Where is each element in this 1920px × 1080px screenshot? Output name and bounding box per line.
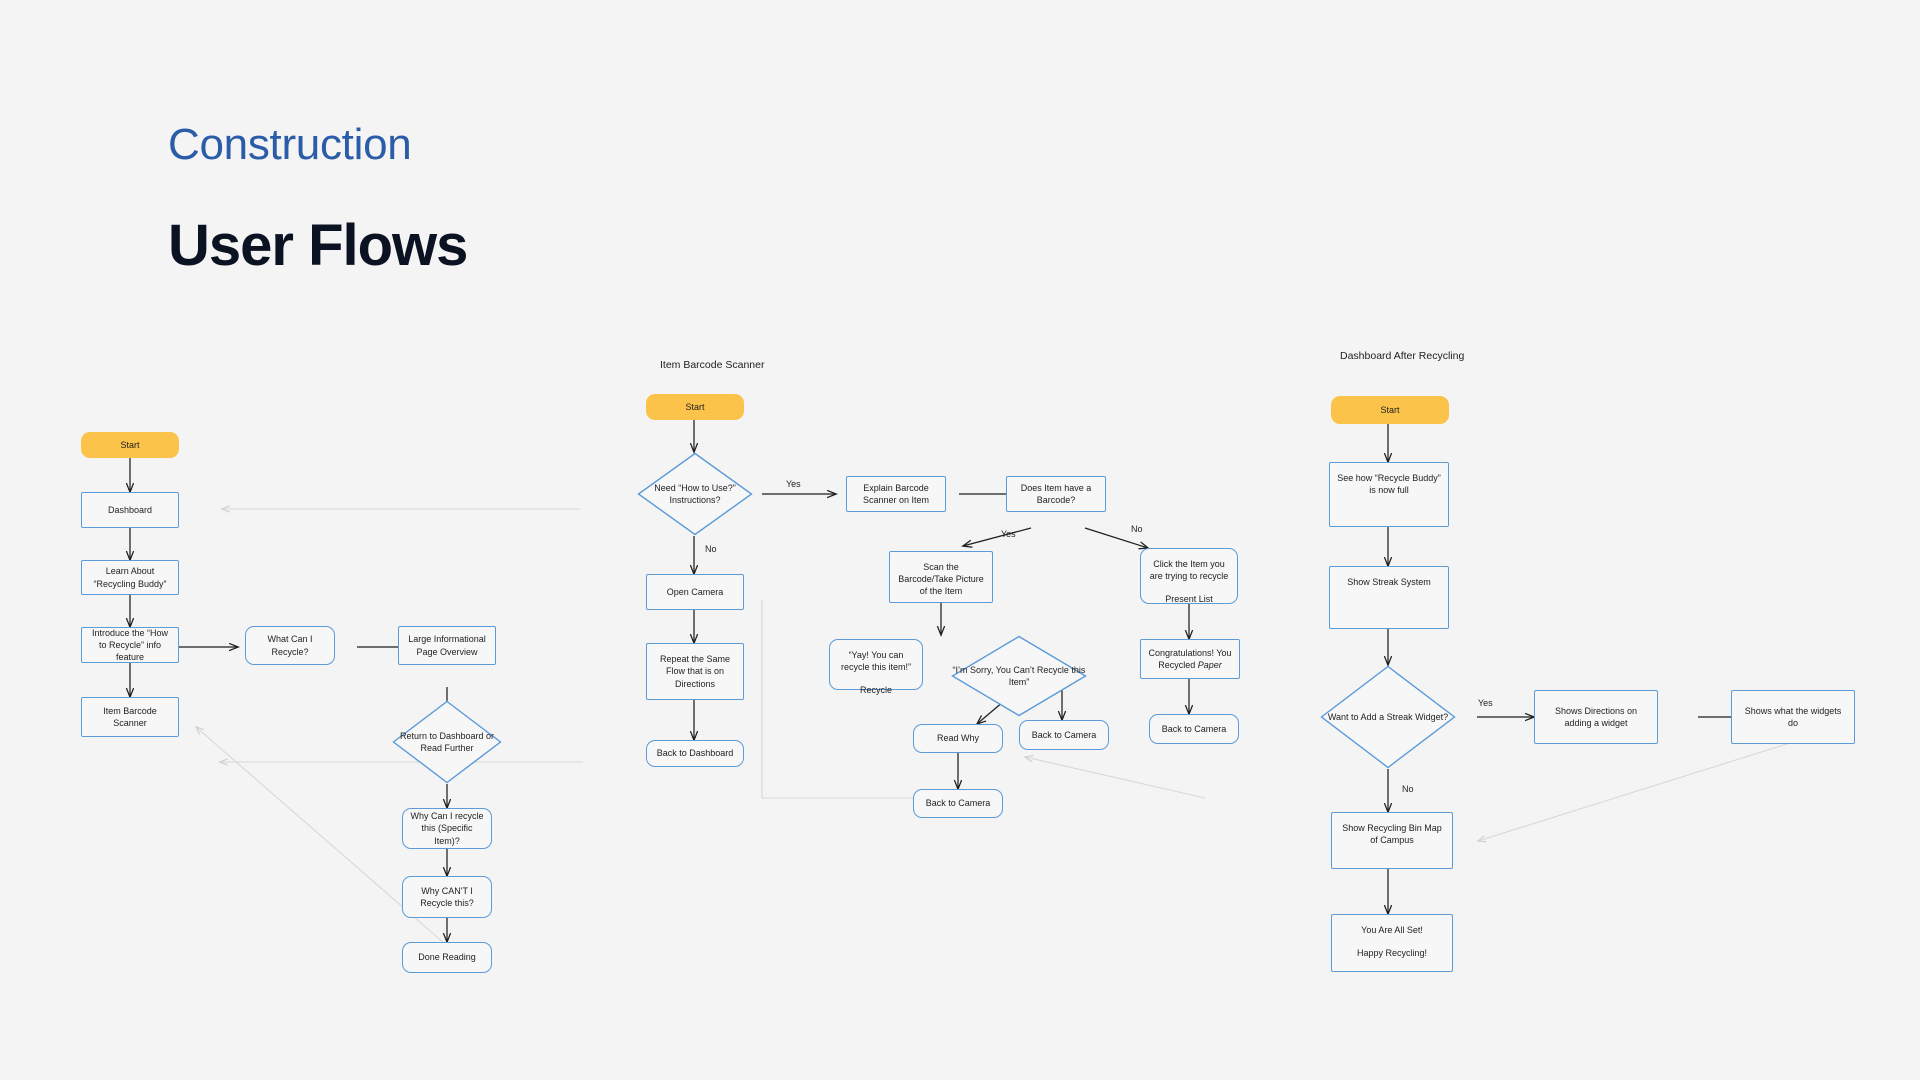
node-repeat-same-flow[interactable]: Repeat the Same Flow that is on Directio…	[646, 643, 744, 700]
node-back-to-camera-a[interactable]: Back to Camera	[1019, 720, 1109, 750]
node-sublabel: Present List	[1165, 594, 1213, 605]
node-read-why[interactable]: Read Why	[913, 724, 1003, 753]
node-large-informational-page-overview[interactable]: Large Informational Page Overview	[398, 626, 496, 665]
congrats-text: Congratulations! You Recycled	[1148, 647, 1232, 670]
node-does-item-have-barcode[interactable]: Does Item have a Barcode?	[1006, 476, 1106, 512]
node-back-to-dashboard[interactable]: Back to Dashboard	[646, 740, 744, 767]
diamond-shape	[392, 700, 502, 784]
node-see-how-recycle-buddy-full[interactable]: See how “Recycle Buddy” is now full	[1329, 462, 1449, 527]
node-why-can-i-recycle-this[interactable]: Why Can I recycle this (Specific Item)?	[402, 808, 492, 849]
node-dashboard-after-start[interactable]: Start	[1331, 396, 1449, 424]
node-done-reading[interactable]: Done Reading	[402, 942, 492, 973]
edge-label-widget-no: No	[1402, 784, 1414, 794]
page-kicker: Construction	[168, 120, 412, 169]
node-yay-you-can-recycle[interactable]: “Yay! You can recycle this item!” Recycl…	[829, 639, 923, 695]
node-want-to-add-streak-widget[interactable]: Want to Add a Streak Widget?	[1320, 665, 1456, 769]
node-return-to-dashboard-or-read-further[interactable]: Return to Dashboard or Read Further	[392, 700, 502, 784]
node-congratulations-recycled[interactable]: Congratulations! You Recycled Paper	[1140, 639, 1240, 679]
node-left-start[interactable]: Start	[81, 432, 179, 458]
node-why-cant-i-recycle-this[interactable]: Why CAN'T I Recycle this?	[402, 876, 492, 918]
edge-label-yes-top: Yes	[786, 479, 801, 489]
node-item-barcode-scanner[interactable]: Item Barcode Scanner	[81, 697, 179, 737]
node-barcode-start[interactable]: Start	[646, 394, 744, 420]
node-shows-what-widgets-do[interactable]: Shows what the widgets do	[1731, 690, 1855, 744]
node-explain-barcode-scanner[interactable]: Explain Barcode Scanner on Item	[846, 476, 946, 512]
node-label: “Yay! You can recycle this item!”	[840, 650, 911, 673]
node-introduce-how-to-recycle[interactable]: Introduce the “How to Recycle” info feat…	[81, 627, 179, 663]
node-click-item-to-recycle[interactable]: Click the Item you are trying to recycle…	[1140, 548, 1238, 604]
edge-label-yes-branch: Yes	[1001, 529, 1016, 539]
node-dashboard[interactable]: Dashboard	[81, 492, 179, 528]
node-label: Click the Item you are trying to recycle	[1149, 559, 1229, 582]
node-open-camera[interactable]: Open Camera	[646, 574, 744, 610]
node-label: Congratulations! You Recycled Paper	[1148, 647, 1232, 671]
node-learn-about-recycling-buddy[interactable]: Learn About “Recycling Buddy”	[81, 560, 179, 595]
congrats-material: Paper	[1197, 660, 1222, 670]
page-title: User Flows	[168, 213, 468, 278]
edge-label-widget-yes: Yes	[1478, 698, 1493, 708]
node-sublabel: Recycle	[859, 685, 892, 696]
node-label: You Are All Set!	[1361, 925, 1423, 935]
node-shows-directions-adding-widget[interactable]: Shows Directions on adding a widget	[1534, 690, 1658, 744]
node-you-are-all-set[interactable]: You Are All Set! Happy Recycling!	[1331, 914, 1453, 972]
node-show-recycling-bin-map[interactable]: Show Recycling Bin Map of Campus	[1331, 812, 1453, 869]
node-scan-barcode-take-picture[interactable]: Scan the Barcode/Take Picture of the Ite…	[889, 551, 993, 603]
flow-label-barcode: Item Barcode Scanner	[660, 359, 765, 371]
diamond-shape	[1320, 665, 1456, 769]
edge-label-no-branch: No	[1131, 524, 1143, 534]
node-show-streak-system[interactable]: Show Streak System	[1329, 566, 1449, 629]
node-back-to-camera-c[interactable]: Back to Camera	[913, 789, 1003, 818]
node-need-how-to-use-instructions[interactable]: Need “How to Use?” Instructions?	[637, 452, 753, 536]
edge-label-no-bottom: No	[705, 544, 717, 554]
diamond-shape	[637, 452, 753, 536]
diamond-shape	[951, 635, 1087, 717]
node-back-to-camera-b[interactable]: Back to Camera	[1149, 714, 1239, 744]
flow-label-dashboard-after: Dashboard After Recycling	[1340, 350, 1465, 362]
node-im-sorry-you-cant-recycle[interactable]: “I’m Sorry, You Can’t Recycle this Item”	[951, 635, 1087, 717]
node-sublabel: Happy Recycling!	[1356, 948, 1428, 959]
node-what-can-i-recycle[interactable]: What Can I Recycle?	[245, 626, 335, 665]
